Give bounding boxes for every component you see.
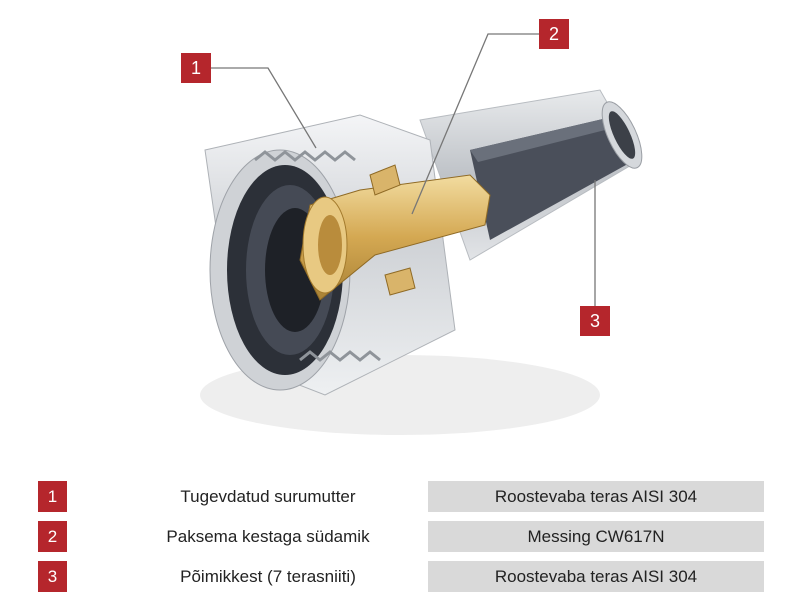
fitting-cutaway-illustration: [200, 33, 643, 435]
part-name: Põimikkest (7 terasniiti): [180, 567, 356, 586]
parts-table: 1 Tugevdatud surumutter Roostevaba teras…: [38, 481, 764, 601]
part-name: Paksema kestaga südamik: [166, 527, 370, 546]
callout-3: 3: [580, 306, 610, 336]
part-name: Tugevdatud surumutter: [180, 487, 356, 506]
leader-lines: [211, 33, 596, 306]
callout-1: 1: [181, 53, 211, 83]
leader-line-2: [411, 33, 539, 215]
braided-hose: [419, 89, 643, 261]
parts-row-3: 3 Põimikkest (7 terasniiti) Roostevaba t…: [38, 561, 764, 592]
part-number: 2: [38, 521, 67, 552]
part-material: Roostevaba teras AISI 304: [428, 561, 764, 592]
part-number: 1: [38, 481, 67, 512]
callout-2: 2: [539, 19, 569, 49]
part-material: Messing CW617N: [428, 521, 764, 552]
parts-row-2: 2 Paksema kestaga südamik Messing CW617N: [38, 521, 764, 552]
part-number: 3: [38, 561, 67, 592]
brass-insert: [299, 164, 491, 301]
leader-line-1: [211, 67, 317, 149]
parts-row-1: 1 Tugevdatud surumutter Roostevaba teras…: [38, 481, 764, 512]
part-material: Roostevaba teras AISI 304: [428, 481, 764, 512]
